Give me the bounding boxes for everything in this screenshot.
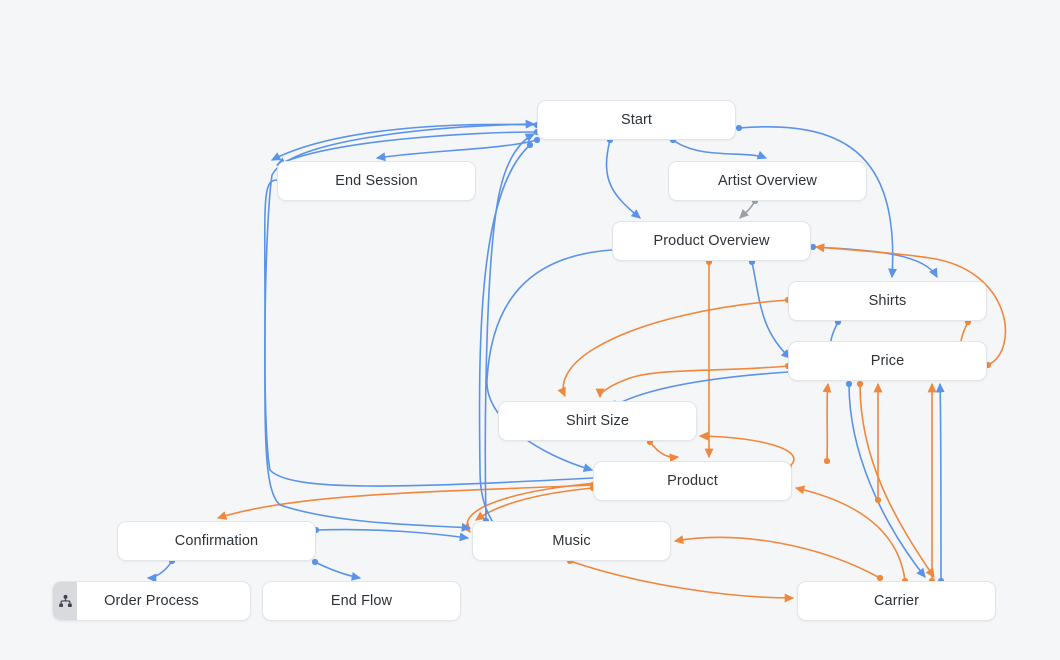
node-label: Carrier [873, 593, 919, 609]
hierarchy-icon [53, 582, 77, 620]
node-label: Artist Overview [718, 173, 817, 189]
edge [275, 131, 538, 166]
node-shirt-size[interactable]: Shirt Size [498, 401, 697, 441]
node-label: Music [552, 533, 591, 549]
edge [569, 560, 795, 603]
edge [739, 200, 756, 219]
edge [216, 484, 594, 520]
edge [814, 243, 1007, 366]
node-music[interactable]: Music [472, 521, 671, 561]
node-end-session[interactable]: End Session [277, 161, 476, 201]
node-start[interactable]: Start [537, 100, 736, 140]
edge [264, 119, 594, 487]
edge [848, 383, 926, 579]
node-label: End Session [335, 173, 418, 189]
edge [935, 382, 945, 582]
node-product-overview[interactable]: Product Overview [612, 221, 811, 261]
node-label: End Flow [330, 593, 393, 609]
edge [315, 528, 470, 542]
edge-endpoint-dot [874, 496, 882, 504]
node-label: Shirt Size [565, 413, 630, 429]
edge-endpoint-dot [856, 380, 864, 388]
edge [751, 261, 791, 359]
node-label: Shirts [868, 293, 907, 309]
node-carrier[interactable]: Carrier [797, 581, 996, 621]
edge [484, 133, 536, 522]
edge-endpoint-dot [809, 243, 817, 251]
node-end-flow[interactable]: End Flow [262, 581, 461, 621]
edge-endpoint-dot [823, 457, 831, 465]
edge [859, 383, 935, 579]
edge [486, 249, 613, 472]
edge [738, 126, 897, 279]
edge-endpoint-dot [845, 380, 853, 388]
node-label: Confirmation [174, 533, 259, 549]
edge-endpoint-dot [533, 136, 541, 144]
node-order-process[interactable]: Order Process [52, 581, 251, 621]
edge [478, 144, 531, 535]
edge [146, 560, 173, 583]
edge [794, 485, 906, 582]
node-confirmation[interactable]: Confirmation [117, 521, 316, 561]
edge [822, 382, 832, 462]
edge [649, 441, 680, 463]
edge [557, 299, 789, 398]
node-artist-overview[interactable]: Artist Overview [668, 161, 867, 201]
node-label: Price [870, 353, 905, 369]
edge [474, 487, 594, 521]
node-label: Product [667, 473, 718, 489]
edge [672, 139, 768, 160]
node-label: Product Overview [653, 233, 770, 249]
edge-endpoint-dot [735, 124, 743, 132]
edge [314, 561, 362, 581]
edge-endpoint-dot [876, 574, 884, 582]
edge [263, 179, 472, 532]
edge-endpoint-dot [526, 141, 534, 149]
edge [595, 365, 789, 399]
node-label: Start [620, 112, 653, 128]
edge-endpoint-dot [311, 558, 319, 566]
node-price[interactable]: Price [788, 341, 987, 381]
edge [673, 535, 881, 579]
node-label: Order Process [104, 593, 199, 609]
node-shirts[interactable]: Shirts [788, 281, 987, 321]
edge [698, 431, 795, 468]
node-product[interactable]: Product [593, 461, 792, 501]
edge [605, 139, 641, 219]
